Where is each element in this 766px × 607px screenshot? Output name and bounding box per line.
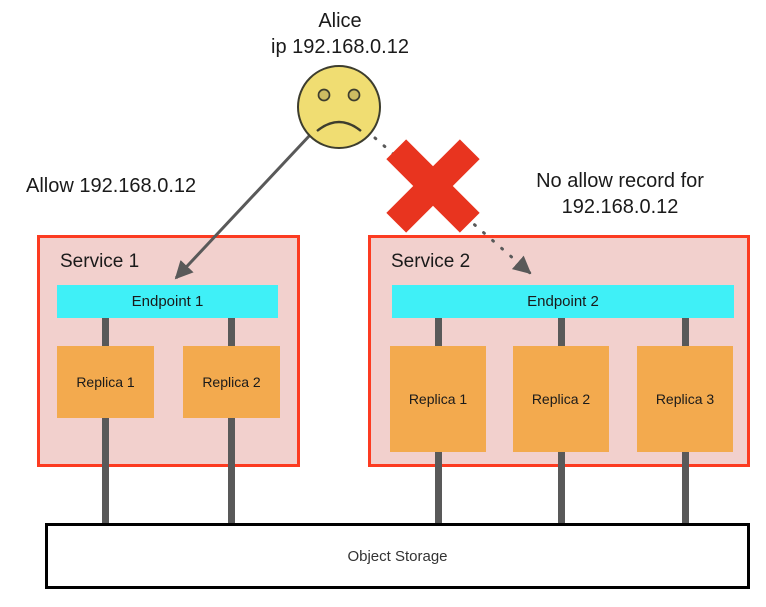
service-2-connector-replica-3-storage bbox=[682, 449, 689, 525]
service-1-connector-replica-2-storage bbox=[228, 415, 235, 525]
service-2-connector-replica-1-storage bbox=[435, 449, 442, 525]
service-2-connector-endpoint-replica-3 bbox=[682, 316, 689, 348]
service-2-connector-endpoint-replica-1 bbox=[435, 316, 442, 348]
service-1-title: Service 1 bbox=[60, 251, 140, 272]
service-2-replica-2[interactable]: Replica 2 bbox=[513, 346, 609, 452]
actor-label-block: Alice ip 192.168.0.12 bbox=[250, 8, 430, 60]
allow-annotation: Allow 192.168.0.12 bbox=[26, 175, 197, 197]
service-2-replica-3[interactable]: Replica 3 bbox=[637, 346, 733, 452]
service-1-connector-endpoint-replica-1 bbox=[102, 316, 109, 348]
service-1-endpoint[interactable]: Endpoint 1 bbox=[57, 285, 278, 318]
service-2-endpoint[interactable]: Endpoint 2 bbox=[392, 285, 734, 318]
service-1-replica-2[interactable]: Replica 2 bbox=[183, 346, 280, 418]
deny-annotation-line1: No allow record for bbox=[536, 170, 704, 192]
deny-annotation: No allow record for 192.168.0.12 bbox=[505, 168, 735, 220]
service-1-connector-replica-1-storage bbox=[102, 415, 109, 525]
service-1-connector-endpoint-replica-2 bbox=[228, 316, 235, 348]
service-2-connector-endpoint-replica-2 bbox=[558, 316, 565, 348]
service-2-title: Service 2 bbox=[391, 251, 471, 272]
service-2-connector-replica-2-storage bbox=[558, 449, 565, 525]
actor-name: Alice bbox=[318, 10, 362, 32]
service-1-replica-1[interactable]: Replica 1 bbox=[57, 346, 154, 418]
sad-face-icon bbox=[297, 65, 381, 149]
object-storage-box[interactable]: Object Storage bbox=[45, 523, 750, 589]
actor-ip: ip 192.168.0.12 bbox=[271, 36, 409, 58]
deny-annotation-line2: 192.168.0.12 bbox=[561, 196, 679, 218]
service-2-replica-1[interactable]: Replica 1 bbox=[390, 346, 486, 452]
